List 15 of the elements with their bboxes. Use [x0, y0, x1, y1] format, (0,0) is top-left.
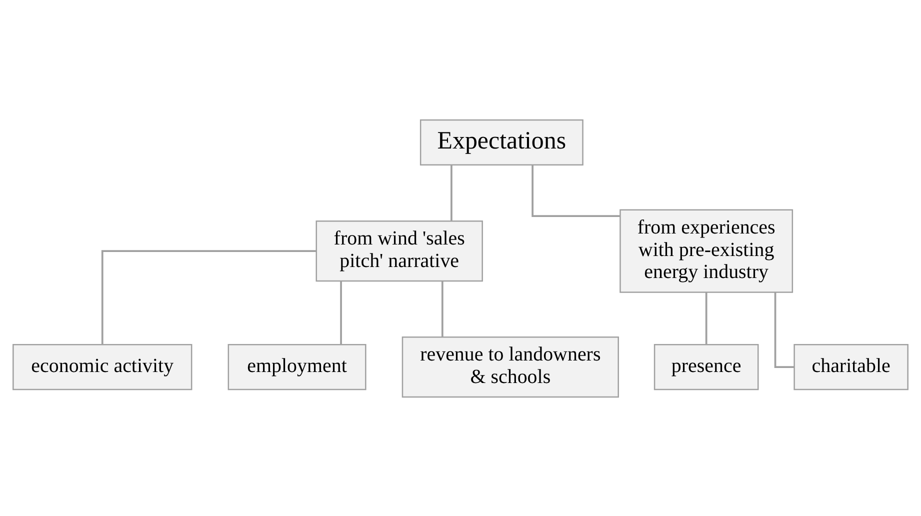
node-box: from wind 'sales pitch' narrative: [316, 220, 483, 282]
node-box: revenue to landowners & schools: [402, 336, 619, 398]
node-box: from experiences with pre-existing energy industry: [620, 208, 794, 292]
connector: [450, 164, 452, 220]
connector: [705, 292, 708, 344]
node-box: charitable: [794, 343, 908, 390]
connector: [532, 164, 620, 216]
node-box: presence: [654, 343, 759, 390]
node-box: Expectations: [420, 118, 584, 166]
connector: [101, 250, 316, 344]
node-box: economic activity: [12, 343, 192, 390]
connector: [774, 292, 794, 368]
connector: [340, 281, 342, 344]
connector: [441, 281, 444, 336]
node-box: employment: [228, 343, 366, 390]
